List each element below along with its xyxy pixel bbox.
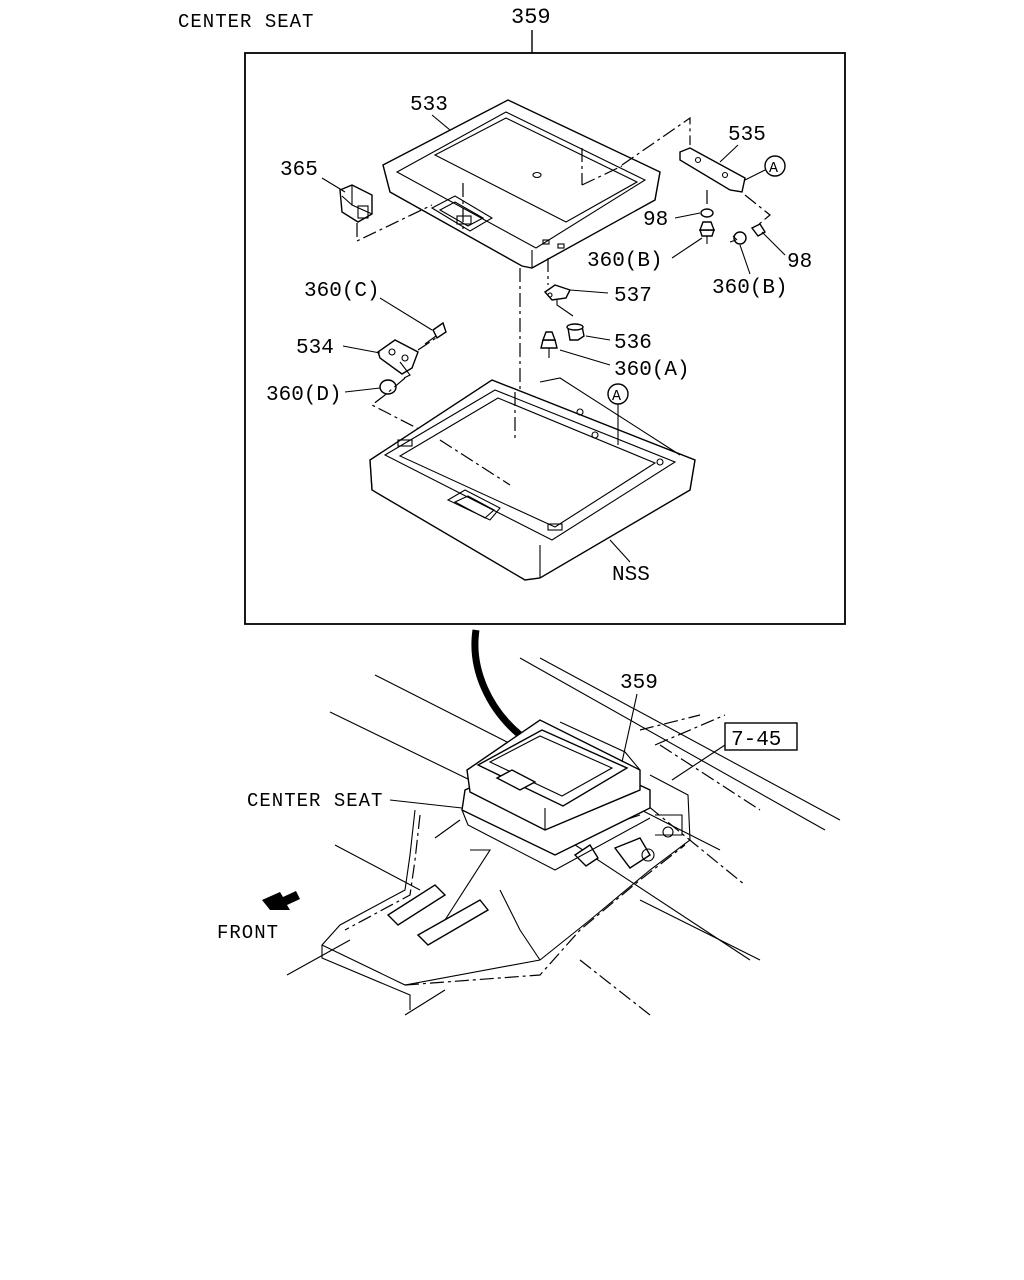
leader-98-left bbox=[674, 212, 701, 219]
label-536: 536 bbox=[614, 332, 652, 355]
leader-center-seat-vehicle bbox=[389, 799, 463, 809]
label-360d: 360(D) bbox=[266, 384, 342, 407]
lid-533 bbox=[382, 99, 661, 269]
circle-a-top bbox=[764, 155, 786, 177]
exploded-view-frame bbox=[244, 52, 846, 625]
leader-536 bbox=[585, 335, 611, 341]
center-seat-box-vehicle bbox=[461, 719, 651, 871]
link-537-536 bbox=[556, 300, 574, 317]
dash-365-to-lid bbox=[356, 204, 433, 242]
label-360b-right: 360(B) bbox=[712, 277, 788, 300]
leader-359-vehicle bbox=[621, 693, 638, 763]
leader-533 bbox=[431, 114, 451, 131]
storage-box-nss bbox=[369, 377, 696, 581]
dash-98-right bbox=[744, 194, 771, 226]
fastener-360b-left bbox=[698, 221, 716, 244]
dash-534-360c bbox=[417, 337, 437, 351]
label-circle-a-mid: A bbox=[612, 388, 621, 405]
label-nss: NSS bbox=[612, 564, 650, 587]
center-console bbox=[321, 774, 691, 1010]
leader-98-right bbox=[761, 231, 786, 256]
vehicle-floor bbox=[286, 657, 841, 1016]
label-533: 533 bbox=[410, 94, 448, 117]
label-circle-a-top: A bbox=[769, 160, 778, 177]
label-534: 534 bbox=[296, 337, 334, 360]
label-center-seat-vehicle: CENTER SEAT bbox=[247, 790, 383, 812]
leader-ref-box bbox=[671, 744, 726, 781]
bracket-535 bbox=[679, 147, 746, 193]
leader-360a bbox=[559, 349, 611, 366]
label-98-right: 98 bbox=[787, 251, 812, 274]
leader-nss bbox=[609, 539, 631, 563]
assembly-number-359: 359 bbox=[511, 5, 551, 30]
label-360a: 360(A) bbox=[614, 359, 690, 382]
hinge-534 bbox=[377, 339, 419, 379]
cap-536 bbox=[566, 323, 585, 341]
label-359-vehicle: 359 bbox=[620, 672, 658, 695]
fastener-360a bbox=[540, 331, 558, 358]
front-arrow-icon bbox=[262, 891, 300, 910]
header-title: CENTER SEAT bbox=[178, 11, 314, 33]
leader-360b-left bbox=[671, 237, 703, 259]
washer-98-left bbox=[700, 208, 714, 218]
leader-535 bbox=[719, 144, 739, 163]
leader-360b-right bbox=[739, 244, 751, 275]
grommet-360d bbox=[379, 379, 397, 395]
leader-360c bbox=[379, 297, 433, 331]
label-365: 365 bbox=[280, 159, 318, 182]
label-front: FRONT bbox=[217, 922, 279, 944]
leader-537 bbox=[569, 289, 609, 294]
label-ref-box: 7-45 bbox=[731, 729, 781, 752]
dash-360d bbox=[370, 377, 441, 441]
dash-lid-to-535 bbox=[621, 116, 691, 166]
leader-365 bbox=[321, 177, 346, 193]
connector-arrow bbox=[471, 629, 523, 738]
label-98-left: 98 bbox=[643, 209, 668, 232]
clip-537 bbox=[543, 284, 571, 301]
label-535: 535 bbox=[728, 124, 766, 147]
latch-365 bbox=[339, 184, 373, 223]
clip-98-right bbox=[750, 223, 766, 237]
label-360b-left: 360(B) bbox=[587, 250, 663, 273]
screw-360c bbox=[424, 321, 447, 345]
screw-360b-right bbox=[729, 231, 747, 245]
ref-box-7-45 bbox=[724, 722, 798, 751]
label-537: 537 bbox=[614, 285, 652, 308]
leader-360d bbox=[344, 387, 381, 393]
leader-circle-a-top bbox=[744, 169, 766, 181]
label-360c: 360(C) bbox=[304, 280, 380, 303]
leader-534 bbox=[342, 345, 381, 354]
